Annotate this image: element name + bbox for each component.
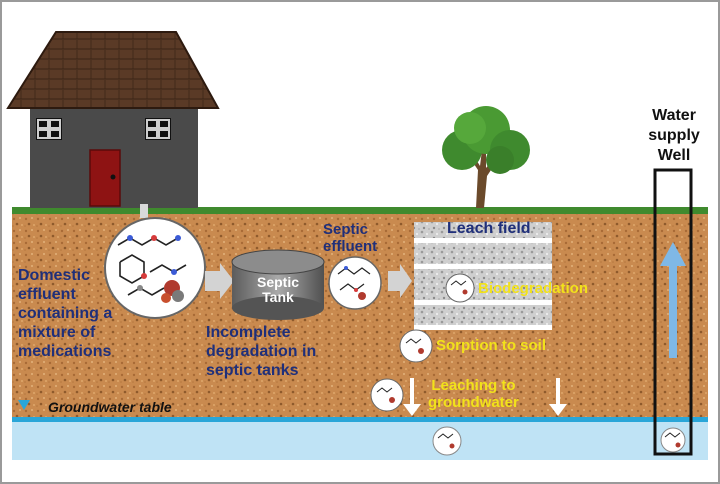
water-supply-well-label: Water supply Well — [634, 106, 714, 166]
grass-line — [12, 207, 708, 214]
leach-field — [414, 222, 552, 330]
well-icon — [653, 168, 693, 456]
label-line: Domestic — [18, 267, 91, 284]
septic-tank-label: Septic Tank — [250, 275, 306, 305]
label-line: Well — [657, 147, 691, 164]
septic-effluent-label: Septic effluent — [323, 221, 377, 255]
leach-field-label: Leach field — [447, 220, 531, 237]
label-line: effluent — [18, 286, 76, 303]
label-line: containing a — [18, 305, 113, 322]
leaching-arrows — [403, 378, 567, 416]
label-line: Water — [652, 107, 696, 124]
water-table-marker-icon — [18, 400, 30, 410]
molecule-icon — [104, 217, 206, 319]
biodegradation-label: Biodegradation — [478, 280, 589, 297]
septic-tank-icon — [231, 249, 325, 320]
arrow-right-icon — [388, 264, 412, 298]
leaching-label: Leaching to groundwater — [428, 377, 519, 411]
molecule-icon — [370, 378, 404, 412]
label-line: Septic — [323, 221, 369, 238]
sorption-label: Sorption to soil — [436, 337, 546, 354]
label-line: septic tanks — [206, 362, 299, 379]
domestic-effluent-label: Domestic effluent containing a mixture o… — [18, 266, 112, 361]
label-line: supply — [648, 127, 700, 144]
molecule-icon — [432, 426, 462, 456]
arrow-right-icon — [205, 263, 234, 299]
molecule-icon — [399, 329, 433, 363]
tree-icon — [442, 106, 530, 208]
label-line: Tank — [262, 289, 294, 305]
house-icon — [6, 31, 220, 218]
label-line: medications — [18, 343, 112, 360]
molecule-icon — [445, 273, 475, 303]
groundwater-table-label: Groundwater table — [48, 399, 172, 415]
label-line: degradation in — [206, 343, 317, 360]
groundwater-layer — [12, 420, 708, 460]
label-line: mixture of — [18, 324, 96, 341]
water-table-line — [12, 417, 708, 422]
label-line: Septic — [256, 274, 299, 290]
label-line: Leaching to — [431, 377, 516, 394]
label-line: Incomplete — [206, 324, 291, 341]
label-line: groundwater — [428, 394, 519, 411]
incomplete-degradation-label: Incomplete degradation in septic tanks — [206, 323, 316, 380]
label-line: effluent — [323, 238, 378, 255]
molecule-icon — [328, 256, 382, 310]
